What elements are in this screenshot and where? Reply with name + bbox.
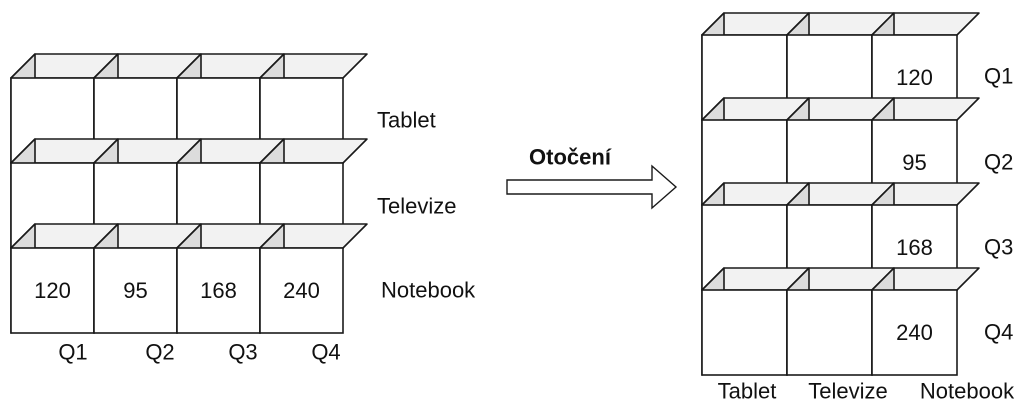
right-cube-cell (786, 267, 895, 376)
right-cube-cell-front-face (701, 289, 788, 376)
left-column-label: Q2 (145, 340, 174, 365)
right-cube-cell: 240 (871, 267, 980, 376)
right-row-label: Q3 (984, 235, 1013, 260)
left-row-label: Televize (377, 194, 456, 219)
left-cube-cell-value: 120 (34, 278, 71, 303)
rotation-arrow: Otočení (506, 145, 678, 210)
left-cube-cell: 168 (176, 223, 285, 334)
right-data-cube: 120 95 168 240 (701, 12, 980, 376)
left-cube-cell-front-face (259, 247, 344, 334)
left-data-cube: 120 95 168 240 (10, 53, 368, 334)
right-row-label: Q4 (984, 320, 1013, 345)
rotation-arrow-icon (506, 164, 678, 210)
right-column-labels: Tablet Televize Notebook (718, 379, 1015, 404)
right-cube-cell-value: 240 (896, 320, 933, 345)
left-column-label: Q3 (228, 340, 257, 365)
right-row-label: Q2 (984, 150, 1013, 175)
left-cube-cell-value: 240 (283, 278, 320, 303)
left-cube-cell (93, 53, 202, 164)
right-cube-cell-front-face (786, 289, 873, 376)
left-row-label: Tablet (377, 108, 436, 133)
left-cube-cell: 95 (93, 223, 202, 334)
right-cube-cell-value: 168 (896, 235, 933, 260)
left-cube-cell-front-face (93, 247, 178, 334)
right-cube-cell (701, 267, 810, 376)
left-cube-cell-value: 168 (200, 278, 237, 303)
left-column-label: Q4 (311, 340, 340, 365)
rotation-label: Otočení (529, 145, 612, 170)
right-cube-cell-value: 120 (896, 65, 933, 90)
right-cube-cell-value: 95 (902, 150, 926, 175)
left-cube-cell-value: 95 (123, 278, 147, 303)
left-row-label: Notebook (381, 278, 476, 303)
left-cube-cell: 120 (10, 223, 119, 334)
right-column-label: Notebook (920, 379, 1015, 404)
right-column-label: Tablet (718, 379, 777, 404)
left-cube-cell-front-face (176, 247, 261, 334)
left-column-label: Q1 (58, 340, 87, 365)
left-cube-cell: 240 (259, 223, 368, 334)
right-row-label: Q1 (984, 64, 1013, 89)
right-column-label: Televize (808, 379, 887, 404)
left-column-labels: Q1 Q2 Q3 Q4 (58, 340, 340, 365)
left-cube-cell-front-face (10, 247, 95, 334)
right-cube-cell-front-face (871, 289, 958, 376)
